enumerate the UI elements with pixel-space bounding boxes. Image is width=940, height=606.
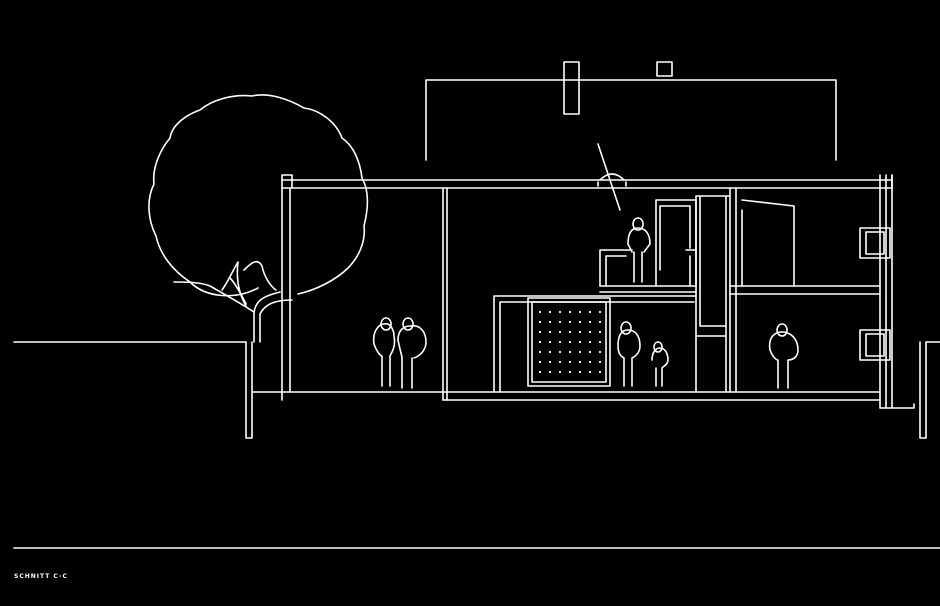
tree-trunk: [254, 292, 292, 342]
perforation-dot: [578, 310, 582, 314]
perforation-dot: [588, 340, 592, 344]
upper-floor-slab: [730, 286, 880, 294]
sun-ray-line: [598, 144, 620, 210]
perforation-dot: [548, 370, 552, 374]
perforation-dot: [588, 360, 592, 364]
perforation-dot: [588, 370, 592, 374]
perforation-dot: [558, 330, 562, 334]
perforation-dot: [538, 350, 542, 354]
perforation-dot: [598, 320, 602, 324]
window-lower-right: [860, 330, 890, 360]
perforation-dot: [598, 360, 602, 364]
perforation-dot: [558, 340, 562, 344]
window-upper-right: [860, 228, 890, 258]
perforated-wall-panel: [528, 298, 610, 386]
tree-crown: [149, 95, 368, 296]
perforation-dot: [568, 360, 572, 364]
perforation-dot: [568, 310, 572, 314]
perforation-dot: [558, 310, 562, 314]
person-courtyard-1: [374, 318, 395, 386]
perforation-dot: [568, 350, 572, 354]
perforation-dot: [548, 350, 552, 354]
perforation-dot: [578, 340, 582, 344]
perforation-dot: [538, 320, 542, 324]
perforation-dot: [548, 340, 552, 344]
perforation-dot: [588, 320, 592, 324]
perforation-dot: [588, 310, 592, 314]
roof-slab: [282, 180, 892, 188]
retaining-wall-left: [246, 342, 252, 438]
perforation-dot: [568, 330, 572, 334]
perforation-dot: [578, 370, 582, 374]
perforation-dot: [578, 330, 582, 334]
perforation-dot: [548, 310, 552, 314]
perforated-wall-panel-inner: [532, 302, 606, 382]
perforation-dot: [588, 330, 592, 334]
tree-branches: [174, 262, 276, 312]
interior-wall-right: [730, 188, 736, 392]
neighbouring-chimney-1: [564, 62, 579, 114]
person-figures: [374, 218, 798, 388]
perforation-dot: [548, 320, 552, 324]
perforation-dots: [538, 310, 602, 374]
perforation-dot: [538, 360, 542, 364]
perforation-dot: [578, 350, 582, 354]
window-lower-right-inner: [866, 334, 884, 356]
rooflight: [598, 174, 626, 186]
person-gallery: [628, 218, 650, 282]
kitchen-block: [494, 296, 696, 392]
perforation-dot: [568, 340, 572, 344]
perforation-dot: [548, 330, 552, 334]
left-exterior-wall: [282, 188, 290, 392]
perforation-dot: [538, 370, 542, 374]
neighbouring-chimney-2: [657, 62, 672, 76]
core-column: [696, 196, 730, 392]
perforation-dot: [538, 330, 542, 334]
perforation-dot: [558, 320, 562, 324]
person-courtyard-2: [398, 318, 426, 388]
perforation-dot: [568, 320, 572, 324]
perforation-dot: [578, 360, 582, 364]
perforation-dot: [568, 370, 572, 374]
person-right-room: [770, 324, 798, 388]
upper-room-door: [742, 200, 794, 286]
gallery-railing: [600, 250, 632, 286]
retaining-wall-right: [920, 342, 940, 438]
person-kitchen-1: [618, 322, 640, 386]
perforation-dot: [538, 310, 542, 314]
neighbouring-house-outline: [426, 80, 836, 160]
right-foundation: [892, 404, 914, 408]
patio-partition-wall: [443, 188, 447, 400]
window-upper-right-inner: [866, 232, 884, 254]
gallery-side-rail: [686, 250, 696, 286]
perforation-dot: [578, 320, 582, 324]
perforation-dot: [598, 340, 602, 344]
ground-floor-slab: [443, 392, 880, 400]
perforation-dot: [598, 370, 602, 374]
person-kitchen-child: [652, 342, 668, 386]
perforation-dot: [598, 330, 602, 334]
perforation-dot: [598, 310, 602, 314]
perforation-dot: [598, 350, 602, 354]
perforation-dot: [558, 350, 562, 354]
roof-parapet-left: [282, 175, 292, 188]
perforation-dot: [558, 360, 562, 364]
perforation-dot: [548, 360, 552, 364]
drawing-caption: SCHNITT C-C: [14, 573, 68, 580]
gallery-floor: [600, 286, 696, 292]
perforation-dot: [558, 370, 562, 374]
perforation-dot: [538, 340, 542, 344]
right-exterior-wall: [880, 175, 892, 408]
left-wall-foundation: [252, 392, 282, 400]
perforation-dot: [588, 350, 592, 354]
